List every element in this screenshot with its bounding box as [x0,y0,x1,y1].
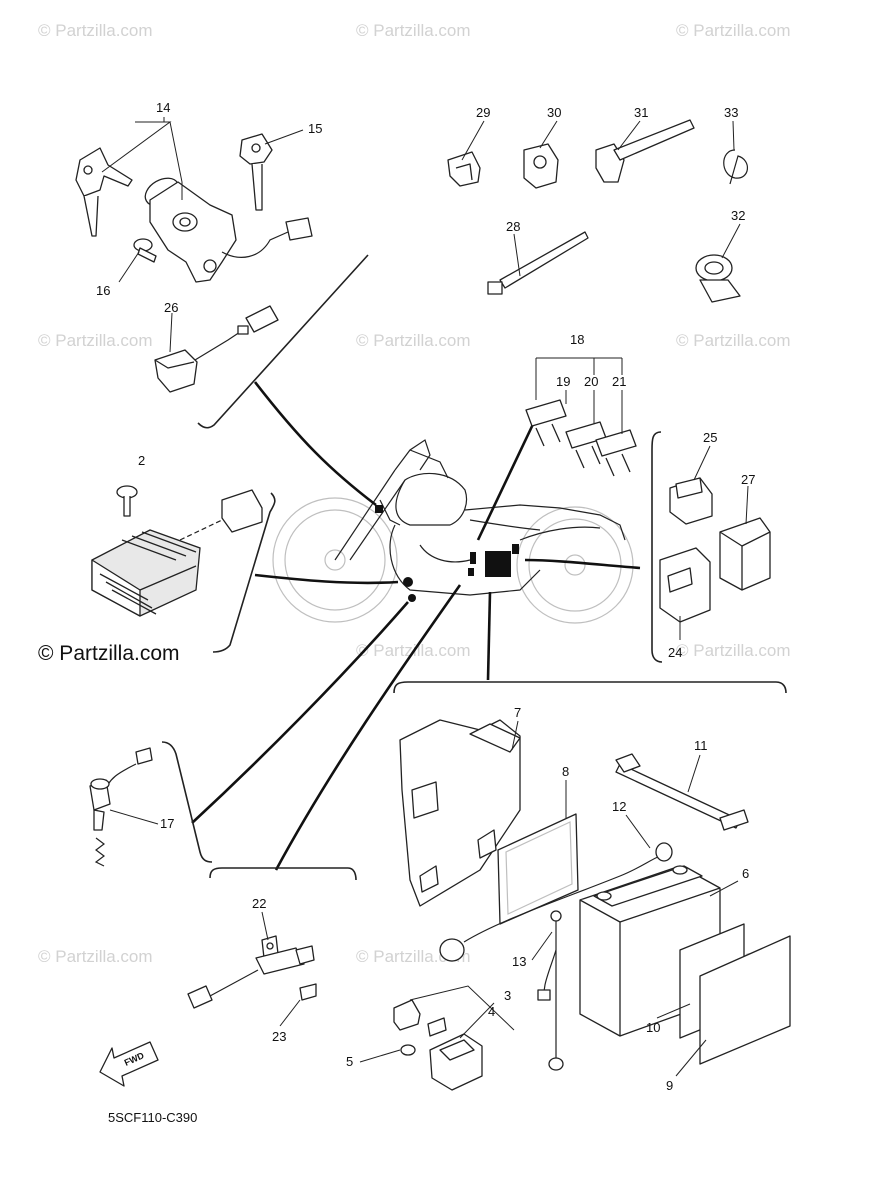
part-battery-lead-12 [439,842,673,962]
part-main-switch-assembly [75,147,313,283]
callout-26: 26 [164,300,178,315]
callout-16: 16 [96,283,110,298]
callout-24: 24 [668,645,682,660]
part-relay-24 [659,547,711,623]
callout-leaders [101,117,749,1077]
callout-21: 21 [612,374,626,389]
part-starter-relay [393,985,515,1091]
watermark: © Partzilla.com [38,947,153,966]
part-pad-9 [699,935,791,1065]
group-brackets [161,254,787,881]
watermark: © Partzilla.com [676,641,791,660]
part-rectifier-regulator [91,485,263,617]
part-bolt [133,238,157,263]
callout-5: 5 [346,1054,353,1069]
motorcycle-outline [272,439,634,624]
part-clip-33 [723,149,748,185]
watermark: © Partzilla.com [356,21,471,40]
callout-27: 27 [741,472,755,487]
part-battery-band [615,753,749,831]
part-battery-lead-13 [537,910,564,1071]
connection-lines [191,381,641,871]
callout-18: 18 [570,332,584,347]
callout-2: 2 [138,453,145,468]
watermark: © Partzilla.com [356,331,471,350]
callout-29: 29 [476,105,490,120]
part-battery-box [399,719,521,907]
fwd-arrow-icon: FWD [99,1041,159,1087]
part-relay-27 [719,517,771,591]
callout-10: 10 [646,1020,660,1035]
part-wire-harness-lead [154,305,279,393]
part-fuses [525,357,637,477]
part-cover-8 [497,813,579,925]
watermark: © Partzilla.com [676,21,791,40]
watermark: © Partzilla.com [38,331,153,350]
diagram-code: 5SCF110-C390 [108,1110,197,1125]
callout-32: 32 [731,208,745,223]
watermark: © Partzilla.com [676,331,791,350]
part-sidestand-switch [187,935,317,1009]
part-cable-tie-28 [487,231,589,295]
callout-4: 4 [488,1004,495,1019]
callout-15: 15 [308,121,322,136]
callout-13: 13 [512,954,526,969]
part-band-31 [595,119,695,183]
part-relay-25 [669,477,713,525]
part-clamp-32 [695,254,741,303]
callout-20: 20 [584,374,598,389]
callout-31: 31 [634,105,648,120]
callout-23: 23 [272,1029,286,1044]
callout-25: 25 [703,430,717,445]
part-key [239,133,273,211]
callout-11: 11 [694,738,708,753]
part-clamp-29 [447,151,481,187]
callout-22: 22 [252,896,266,911]
callout-33: 33 [724,105,738,120]
callout-numbers: 14 15 16 26 29 30 31 33 28 32 18 19 20 2… [96,100,755,1093]
part-clamp-30 [523,143,559,189]
callout-19: 19 [556,374,570,389]
callout-8: 8 [562,764,569,779]
callout-14: 14 [156,100,170,115]
callout-30: 30 [547,105,561,120]
callout-6: 6 [742,866,749,881]
callout-7: 7 [514,705,521,720]
part-neutral-switch [89,747,153,867]
callout-12: 12 [612,799,626,814]
fuse-box-marker [485,551,511,577]
callout-9: 9 [666,1078,673,1093]
callout-3: 3 [504,988,511,1003]
watermark-main: © Partzilla.com [38,642,180,665]
callout-28: 28 [506,219,520,234]
callout-17: 17 [160,816,174,831]
watermark: © Partzilla.com [38,21,153,40]
